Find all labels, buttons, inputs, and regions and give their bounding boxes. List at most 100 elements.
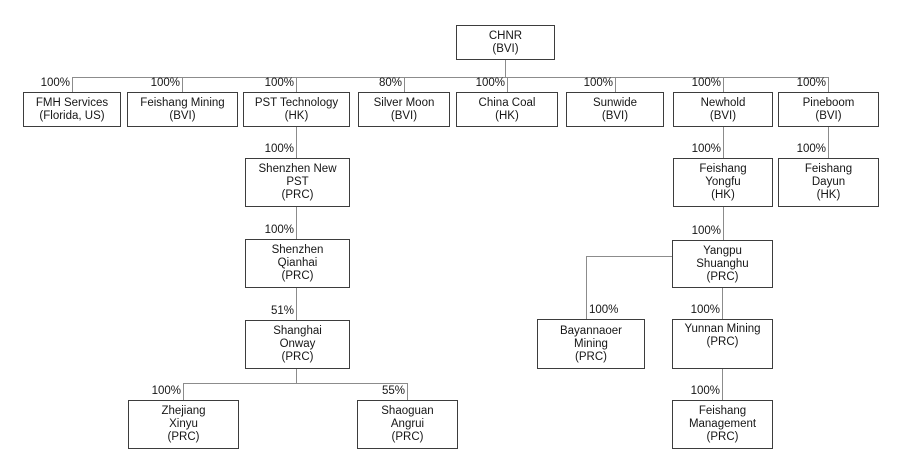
node-feishang-dayun-line: (HK) <box>816 189 841 201</box>
connector-drop-fmh <box>72 77 73 92</box>
node-yangpu-shuanghu-line: Yangpu <box>703 244 742 257</box>
node-bayannaoer-mining-line: Bayannaoer <box>559 324 623 337</box>
node-china-coal-line: China Coal <box>478 96 536 109</box>
connector-drop-pst <box>296 77 297 92</box>
node-yunnan-mining-line: (PRC) <box>706 336 739 348</box>
ownership-percent-shaoguan-angrui: 55% <box>381 385 405 397</box>
node-shaoguan-angrui-line: Angrui <box>390 418 425 430</box>
node-pst-technology: PST Technology(HK) <box>243 92 350 127</box>
node-pineboom-line: Pineboom <box>802 96 855 109</box>
connector-snp-to-qianhai <box>296 207 297 239</box>
connector-top-bus <box>72 77 829 78</box>
node-pineboom-line: (BVI) <box>815 109 842 122</box>
node-sunwide-line: (BVI) <box>601 109 629 122</box>
ownership-percent-shenzhen-new-pst: 100% <box>264 143 294 155</box>
connector-yangpu-branch-h <box>586 256 673 257</box>
node-yunnan-mining-line: Yunnan Mining <box>684 323 761 335</box>
node-fmh-services: FMH Services(Florida, US) <box>23 92 121 127</box>
ownership-percent-fmh-services: 100% <box>40 77 70 89</box>
node-shenzhen-qianhai-line: Shenzhen <box>271 244 324 256</box>
node-china-coal-line: (HK) <box>495 109 519 122</box>
node-shenzhen-qianhai-line: Qianhai <box>277 257 318 269</box>
connector-chnr-stub <box>505 60 506 77</box>
node-pst-technology-line: PST Technology <box>254 96 339 109</box>
node-newhold-line: Newhold <box>700 96 746 109</box>
connector-drop-newhold <box>723 77 724 92</box>
node-shanghai-onway-line: Shanghai <box>273 325 322 337</box>
connector-pineboom-to-dayun <box>828 127 829 158</box>
ownership-percent-feishang-mining: 100% <box>150 77 180 89</box>
node-newhold: Newhold(BVI) <box>673 92 773 127</box>
connector-drop-zhejiang <box>183 383 184 400</box>
node-silver-moon: Silver Moon(BVI) <box>358 92 450 127</box>
node-zhejiang-xinyu-line: Xinyu <box>169 418 198 430</box>
connector-drop-feishang-mining <box>182 77 183 92</box>
node-feishang-yongfu-line: Yongfu <box>705 176 741 188</box>
node-shenzhen-new-pst-line: Shenzhen New <box>258 163 337 175</box>
node-feishang-management-line: (PRC) <box>706 431 739 443</box>
ownership-percent-silver-moon: 80% <box>378 77 402 89</box>
node-shanghai-onway-line: Onway <box>279 338 316 350</box>
node-feishang-dayun-line: Dayun <box>811 176 846 188</box>
ownership-percent-china-coal: 100% <box>475 77 505 89</box>
connector-yangpu-branch-v <box>586 256 587 319</box>
ownership-percent-feishang-dayun: 100% <box>796 143 826 155</box>
ownership-percent-feishang-yongfu: 100% <box>691 143 721 155</box>
node-china-coal: China Coal(HK) <box>456 92 558 127</box>
ownership-percent-newhold: 100% <box>691 77 721 89</box>
node-shenzhen-qianhai-line: (PRC) <box>281 270 314 282</box>
node-fmh-services-line: FMH Services <box>35 96 109 109</box>
connector-drop-silver-moon <box>404 77 405 92</box>
connector-drop-shaoguan <box>407 383 408 400</box>
connector-drop-pineboom <box>828 77 829 92</box>
node-pst-technology-line: (HK) <box>284 109 309 122</box>
connector-yunnan-to-mgmt <box>722 369 723 400</box>
node-chnr: CHNR(BVI) <box>456 25 555 60</box>
node-shaoguan-angrui-line: (PRC) <box>391 431 424 443</box>
node-newhold-line: (BVI) <box>709 109 737 122</box>
node-shaoguan-angrui-line: Shaoguan <box>381 405 434 417</box>
ownership-percent-yangpu-shuanghu: 100% <box>691 225 721 237</box>
node-zhejiang-xinyu-line: (PRC) <box>167 431 200 443</box>
node-yangpu-shuanghu-line: (PRC) <box>706 270 739 283</box>
ownership-percent-zhejiang-xinyu: 100% <box>151 385 181 397</box>
connector-onway-stub <box>296 369 297 384</box>
node-shenzhen-new-pst-line: (PRC) <box>281 189 314 201</box>
connector-drop-china-coal <box>507 77 508 92</box>
node-zhejiang-xinyu-line: Zhejiang <box>161 405 206 417</box>
node-feishang-management-line: Feishang <box>698 405 747 417</box>
node-feishang-mining-line: (BVI) <box>169 109 196 122</box>
node-feishang-mining-line: Feishang Mining <box>140 96 225 109</box>
ownership-percent-shenzhen-qianhai: 100% <box>264 224 294 236</box>
connector-pst-to-snp <box>296 127 297 158</box>
node-sunwide-line: Sunwide <box>592 96 638 109</box>
node-fmh-services-line: (Florida, US) <box>39 109 105 122</box>
node-sunwide: Sunwide(BVI) <box>566 92 664 127</box>
node-chnr-line: (BVI) <box>492 42 519 55</box>
node-feishang-yongfu-line: Feishang <box>699 163 747 175</box>
node-shanghai-onway-line: (PRC) <box>281 351 314 363</box>
ownership-percent-pineboom: 100% <box>796 77 826 89</box>
ownership-percent-feishang-management: 100% <box>690 385 720 397</box>
ownership-percent-sunwide: 100% <box>583 77 613 89</box>
node-feishang-mining: Feishang Mining(BVI) <box>127 92 238 127</box>
node-pineboom: Pineboom(BVI) <box>778 92 879 127</box>
connector-yongfu-to-yangpu <box>723 207 724 240</box>
ownership-percent-bayannaoer-mining: 100% <box>589 304 619 316</box>
node-shenzhen-new-pst-line: PST <box>286 176 309 188</box>
node-yunnan-mining: Yunnan Mining(PRC) <box>672 319 773 369</box>
node-yangpu-shuanghu-line: Shuanghu <box>696 257 749 270</box>
node-feishang-management-line: Management <box>688 418 757 430</box>
ownership-percent-yunnan-mining: 100% <box>690 304 720 316</box>
connector-yangpu-to-yunnan <box>722 288 723 319</box>
